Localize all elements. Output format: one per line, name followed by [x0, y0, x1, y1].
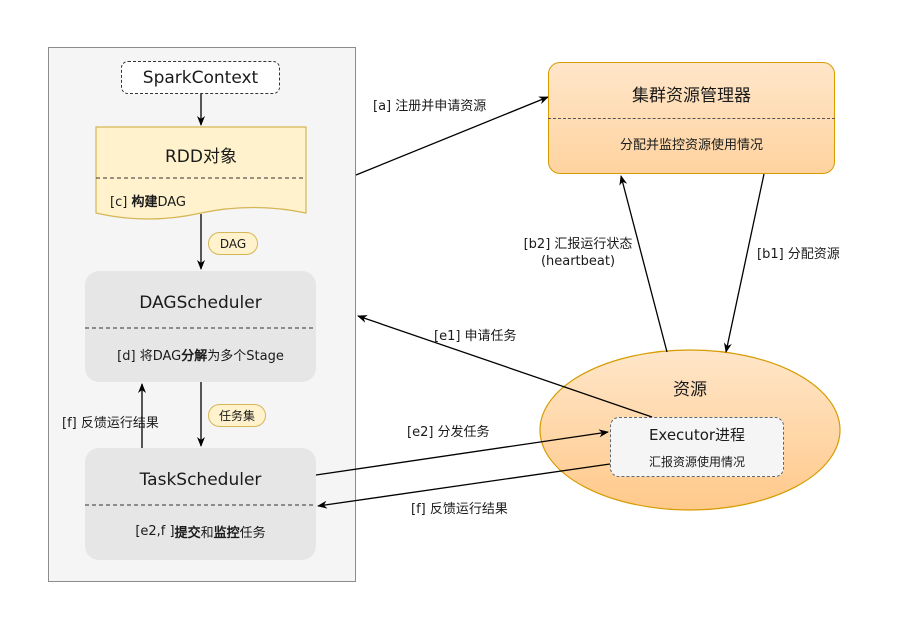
arrow-allocate	[723, 173, 765, 353]
arrow-request-task	[357, 315, 653, 418]
cluster-manager-divider	[548, 118, 835, 119]
rdd-sub-prefix: [c]	[110, 195, 132, 210]
dagscheduler-sub-bold: 分解	[181, 348, 208, 364]
label-heartbeat-line1: [b2] 汇报运行状态	[523, 237, 633, 252]
arrow-heartbeat	[619, 175, 668, 353]
executor-title: Executor进程	[648, 425, 746, 444]
executor-node	[610, 417, 784, 477]
rdd-document-shape	[95, 126, 307, 220]
rdd-subtitle: [c] 构建DAG	[110, 191, 186, 210]
cluster-manager-subtitle: 分配并监控资源使用情况	[619, 137, 763, 153]
resources-title: 资源	[673, 379, 707, 400]
label-heartbeat: [b2] 汇报运行状态 (heartbeat)	[508, 236, 648, 270]
taskscheduler-sub-prefix: [e2,f ]	[135, 523, 175, 539]
taskscheduler-subtitle: [e2,f ] 提交和监控任务	[85, 517, 316, 545]
rdd-title: RDD对象	[165, 146, 237, 167]
taskscheduler-title: TaskScheduler	[139, 470, 262, 490]
taskscheduler-shape	[85, 448, 316, 560]
label-heartbeat-line2: (heartbeat)	[540, 254, 616, 269]
label-allocate: [b1] 分配资源	[757, 247, 840, 262]
taskscheduler-sub-bold-submit: 提交	[174, 525, 201, 541]
taskscheduler-sub-mid: 和	[200, 525, 214, 541]
label-request-task: [e1] 申请任务	[434, 329, 517, 344]
dag-pill: DAG	[208, 232, 258, 255]
cluster-manager-title: 集群资源管理器	[632, 85, 751, 106]
arrow-dispatch-task	[315, 429, 609, 476]
taskscheduler-sub-bold-monitor: 监控	[213, 525, 240, 541]
label-dispatch-task: [e2] 分发任务	[407, 425, 490, 440]
rdd-sub-suffix: DAG	[157, 195, 186, 210]
label-register-request: [a] 注册并申请资源	[373, 99, 487, 114]
arrow-register-request	[355, 96, 549, 176]
arrow-feedback-result	[317, 463, 611, 509]
label-feedback-bottom: [f] 反馈运行结果	[411, 502, 508, 517]
rdd-sub-bold: 构建	[131, 195, 158, 210]
sparkcontext-node: SparkContext	[121, 61, 280, 94]
task-set-pill: 任务集	[208, 404, 266, 427]
executor-subtitle: 汇报资源使用情况	[648, 454, 745, 469]
dagscheduler-sub-suffix: 为多个Stage	[207, 348, 284, 364]
dagscheduler-shape	[85, 271, 316, 382]
dagscheduler-title: DAGScheduler	[139, 293, 262, 313]
label-feedback-left: [f] 反馈运行结果	[62, 416, 159, 431]
taskscheduler-sub-suffix: 任务	[239, 525, 266, 541]
dagscheduler-sub-prefix: [d] 将DAG	[117, 348, 182, 364]
